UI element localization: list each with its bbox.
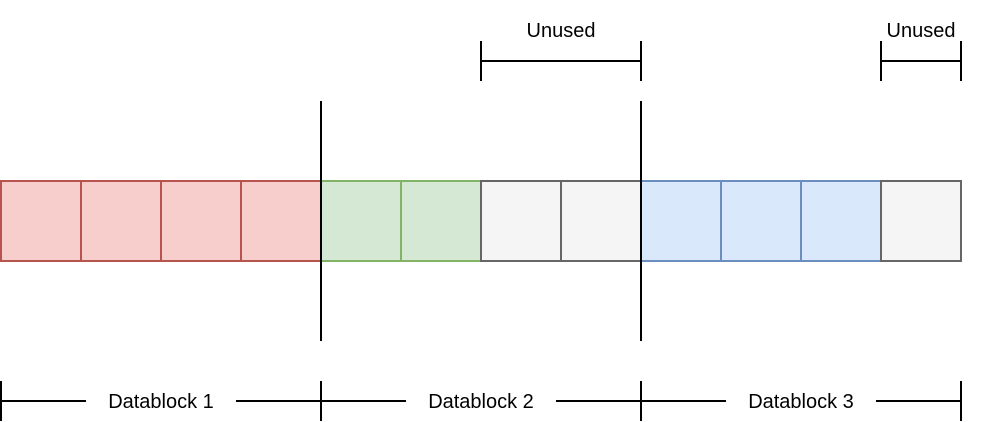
unused-bracket-2: Unused: [880, 20, 962, 81]
block-cell-red: [0, 180, 82, 262]
block-cells: [0, 180, 962, 262]
block-cell-blue: [800, 180, 882, 262]
block-cell-gray: [880, 180, 962, 262]
unused-bracket-1: Unused: [480, 20, 642, 81]
block-cell-red: [160, 180, 242, 262]
block-cell-blue: [640, 180, 722, 262]
datablock-label-2: Datablock 2: [428, 391, 534, 413]
block-cell-gray: [480, 180, 562, 262]
block-cell-green: [400, 180, 482, 262]
datablock-label-bg-1: [86, 388, 236, 414]
block-cell-red: [240, 180, 322, 262]
block-cell-green: [320, 180, 402, 262]
datablock-label-1: Datablock 1: [108, 391, 214, 413]
datablock-separators: [320, 101, 642, 341]
datablock-label-bg-2: [406, 388, 556, 414]
datablock-label-bg-3: [726, 388, 876, 414]
datablock-brackets: Datablock 1 Datablock 2 Datablock 3: [0, 381, 962, 421]
block-cell-gray: [560, 180, 642, 262]
unused-label-1: Unused: [527, 20, 596, 42]
block-cell-red: [80, 180, 162, 262]
unused-label-2: Unused: [887, 20, 956, 42]
block-cell-blue: [720, 180, 802, 262]
datablock-label-3: Datablock 3: [748, 391, 854, 413]
